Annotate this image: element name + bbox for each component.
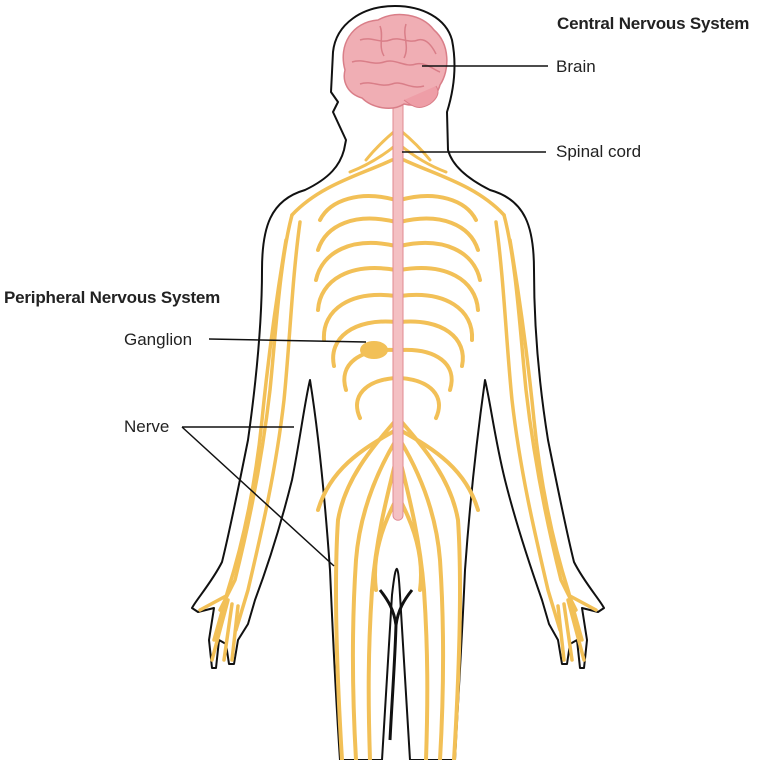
ganglion-label: Ganglion — [124, 330, 192, 350]
pelvis-line — [380, 590, 412, 625]
rib-nerve-right-6 — [400, 321, 463, 366]
rib-nerve-left-4 — [318, 268, 396, 310]
spinal-cord-shape — [393, 100, 403, 520]
lumbar-right-1 — [400, 420, 460, 760]
rib-nerve-left-5 — [324, 295, 396, 340]
rib-nerve-right-3 — [400, 243, 480, 280]
rib-nerve-left-1 — [320, 196, 396, 220]
cns-heading: Central Nervous System — [557, 14, 749, 34]
hand-nerve-left-c — [232, 606, 238, 660]
brain-label: Brain — [556, 57, 596, 77]
spinal-cord-label: Spinal cord — [556, 142, 641, 162]
brain-shape — [343, 15, 447, 109]
ganglion-shape — [360, 341, 388, 359]
hand-nerve-right-c — [558, 606, 564, 660]
rib-nerve-right-1 — [400, 196, 476, 220]
rib-nerve-right-5 — [400, 295, 472, 340]
arm-nerve-right-2 — [496, 222, 560, 630]
brachial-left — [292, 160, 392, 215]
lumbar-left-1 — [336, 420, 396, 760]
arm-nerve-left-2 — [236, 222, 300, 630]
rib-nerve-right-4 — [400, 268, 478, 310]
rib-nerve-left-8 — [357, 378, 396, 418]
pns-heading: Peripheral Nervous System — [4, 288, 220, 308]
nerve-label: Nerve — [124, 417, 169, 437]
groin-detail — [390, 625, 396, 740]
rib-nerve-left-3 — [316, 243, 396, 280]
brachial-right — [404, 160, 504, 215]
rib-nerve-right-8 — [400, 378, 439, 418]
